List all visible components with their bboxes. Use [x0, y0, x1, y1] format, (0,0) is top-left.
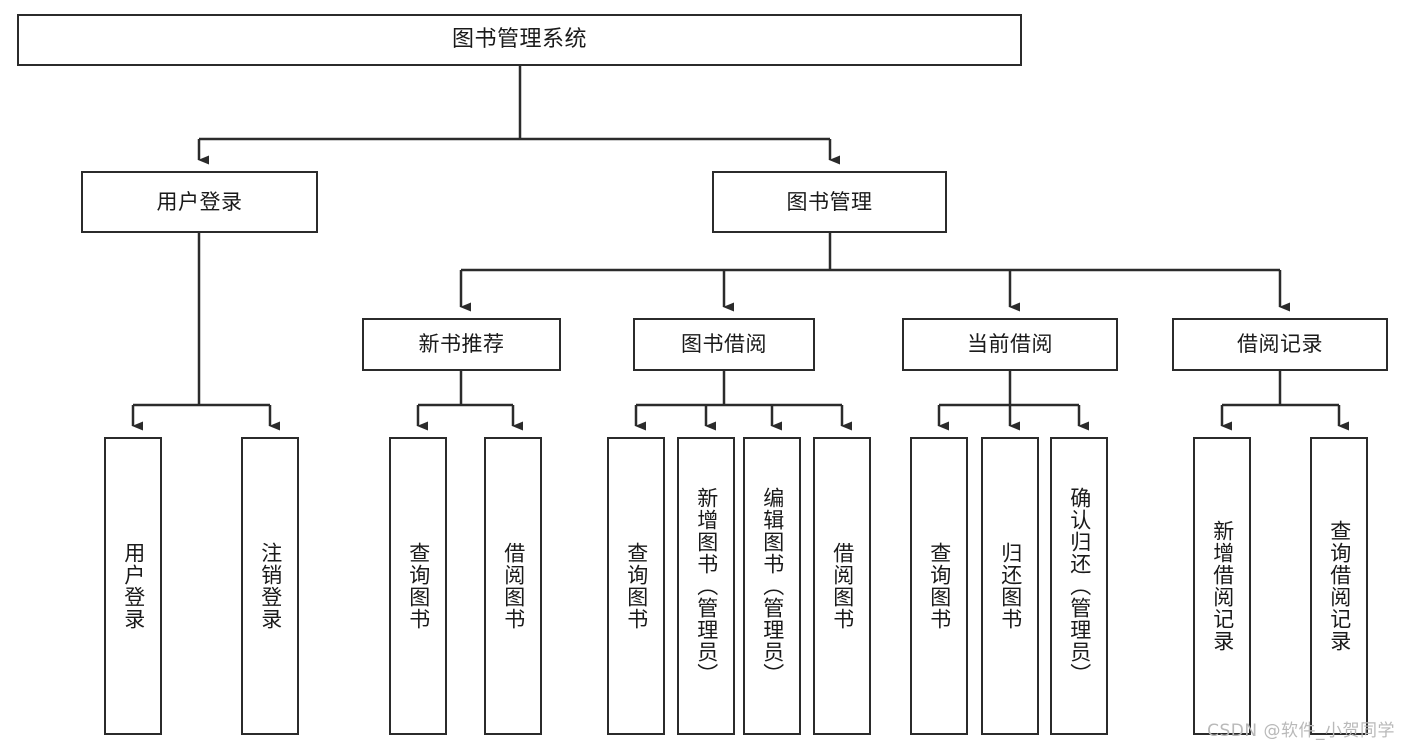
leaf-borrow-edit-book-admin[interactable]: 编辑图书（管理员） [743, 437, 801, 735]
leaf-user-login[interactable]: 用户登录 [104, 437, 162, 735]
leaf-record-query-borrow-record[interactable]: 查询借阅记录 [1310, 437, 1368, 735]
node-label: 新书推荐 [418, 332, 505, 356]
leaf-record-add-borrow-record[interactable]: 新增借阅记录 [1193, 437, 1251, 735]
node-label: 借阅图书 [830, 542, 855, 630]
leaf-current-confirm-return-admin[interactable]: 确认归还（管理员） [1050, 437, 1108, 735]
node-label: 图书管理 [786, 189, 873, 214]
leaf-newbook-borrow-book[interactable]: 借阅图书 [484, 437, 542, 735]
node-label: 借阅记录 [1237, 332, 1323, 356]
node-book-borrow[interactable]: 图书借阅 [633, 318, 815, 371]
node-label: 借阅图书 [501, 542, 526, 630]
node-label: 查询图书 [927, 542, 952, 630]
node-label: 查询借阅记录 [1327, 520, 1352, 652]
node-borrow-record[interactable]: 借阅记录 [1172, 318, 1388, 371]
node-label: 注销登录 [258, 542, 283, 630]
node-label: 新增图书（管理员） [694, 487, 719, 685]
node-user-login[interactable]: 用户登录 [81, 171, 318, 233]
node-root-library-system[interactable]: 图书管理系统 [17, 14, 1022, 66]
node-label: 新增借阅记录 [1210, 520, 1235, 652]
node-label: 归还图书 [998, 542, 1023, 630]
node-label: 确认归还（管理员） [1067, 487, 1092, 685]
leaf-newbook-query-book[interactable]: 查询图书 [389, 437, 447, 735]
node-label: 图书管理系统 [451, 27, 587, 52]
node-label: 编辑图书（管理员） [760, 487, 785, 685]
node-label: 用户登录 [121, 542, 146, 630]
node-book-management[interactable]: 图书管理 [712, 171, 947, 233]
node-label: 查询图书 [406, 542, 431, 630]
node-new-book-recommend[interactable]: 新书推荐 [362, 318, 561, 371]
leaf-borrow-borrow-book[interactable]: 借阅图书 [813, 437, 871, 735]
node-label: 图书借阅 [681, 332, 767, 356]
node-label: 当前借阅 [967, 332, 1053, 356]
leaf-user-logout[interactable]: 注销登录 [241, 437, 299, 735]
node-label: 查询图书 [624, 542, 649, 630]
node-current-borrow[interactable]: 当前借阅 [902, 318, 1118, 371]
leaf-borrow-query-book[interactable]: 查询图书 [607, 437, 665, 735]
node-label: 用户登录 [156, 189, 243, 214]
leaf-borrow-add-book-admin[interactable]: 新增图书（管理员） [677, 437, 735, 735]
leaf-current-query-book[interactable]: 查询图书 [910, 437, 968, 735]
leaf-current-return-book[interactable]: 归还图书 [981, 437, 1039, 735]
